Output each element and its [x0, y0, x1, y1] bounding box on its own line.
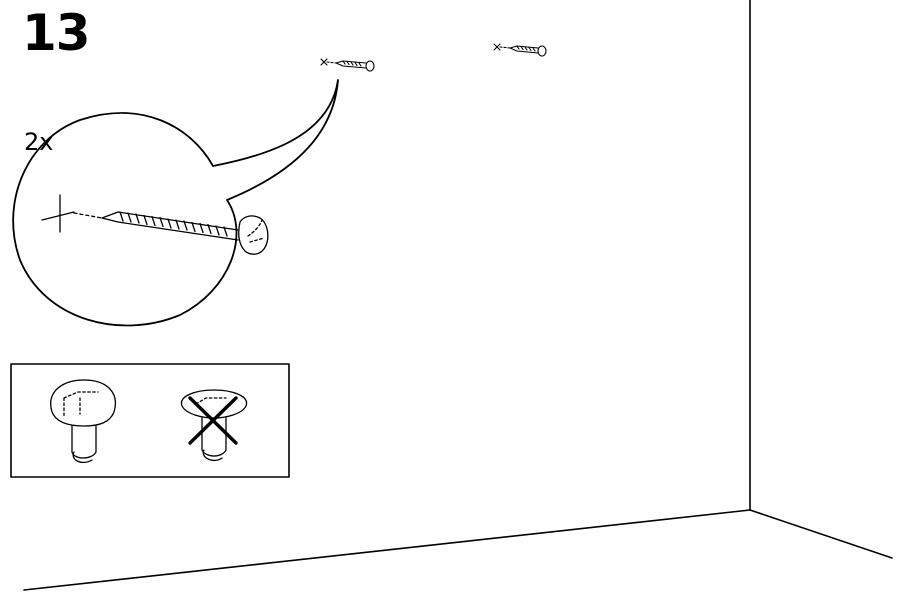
step-number: 13 — [22, 4, 91, 62]
room-outline — [23, 0, 893, 591]
wall-screw-left — [320, 58, 375, 72]
screw-head-wrong-icon — [180, 389, 248, 462]
floor-line-left — [23, 509, 751, 591]
detail-callout-bubble — [12, 79, 339, 327]
enlarged-screw — [41, 194, 269, 255]
floor-line-right — [749, 509, 893, 559]
screw-icon — [101, 211, 239, 241]
cross-icon — [188, 396, 238, 445]
wall-screw-right — [493, 43, 547, 57]
screw-head-correct-icon — [50, 379, 116, 464]
quantity-label: 2x — [24, 128, 54, 156]
screw-depth-comparison-box — [10, 363, 290, 478]
